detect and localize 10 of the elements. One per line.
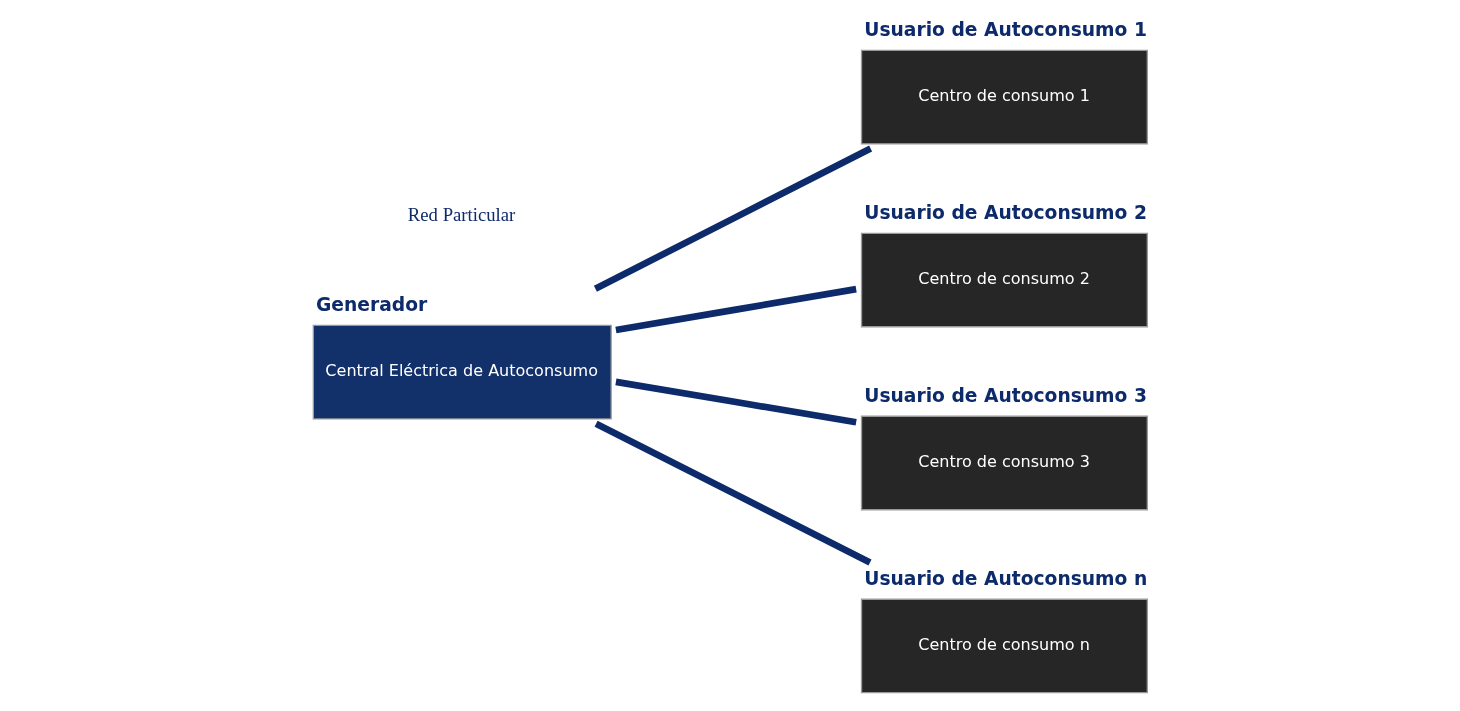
connector: [593, 145, 873, 292]
connector: [594, 420, 872, 566]
connector: [615, 285, 857, 334]
node-label: Usuario de Autoconsumo 2: [864, 201, 1147, 223]
node-label: Generador: [316, 294, 428, 316]
node-label: Usuario de Autoconsumo 3: [864, 384, 1147, 406]
node-label: Usuario de Autoconsumo 1: [864, 18, 1147, 40]
connector: [615, 378, 857, 426]
label: Red Particular: [407, 203, 516, 225]
node-label: Usuario de Autoconsumo n: [864, 567, 1148, 589]
